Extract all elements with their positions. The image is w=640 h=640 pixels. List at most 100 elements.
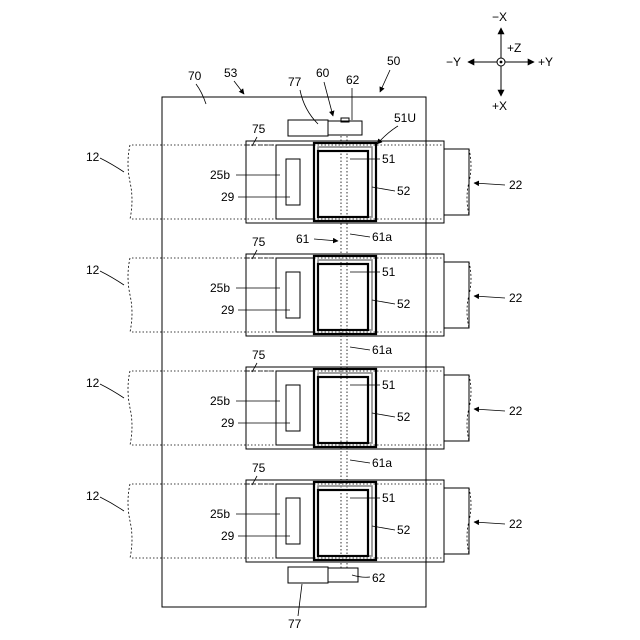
mirror-51-gray — [318, 486, 372, 556]
ref-61a-leader — [350, 347, 370, 350]
element-25b — [276, 484, 314, 558]
connector-22 — [444, 375, 469, 441]
element-25b — [276, 371, 314, 445]
ref-75: 75 — [252, 461, 266, 475]
unit-2: 751225b2951522261a — [86, 235, 523, 357]
actuator-77-bottom — [288, 567, 328, 583]
ref-75: 75 — [252, 235, 266, 249]
ref-60-leader — [324, 82, 333, 116]
connector-22-outer — [426, 480, 444, 562]
ref-29: 29 — [221, 190, 235, 204]
ref-77-top: 77 — [288, 75, 302, 89]
unit-3: 751225b2951522261a — [86, 348, 523, 470]
connector-22-outer — [426, 254, 444, 336]
element-29 — [286, 498, 300, 544]
ref-51: 51 — [382, 152, 396, 166]
actuator-62-top — [328, 121, 362, 135]
ref-12: 12 — [86, 150, 100, 164]
ref-12-leader — [100, 384, 124, 398]
cover-52 — [314, 256, 376, 334]
axis-plus-y-label: +Y — [538, 55, 553, 69]
ref-51: 51 — [382, 491, 396, 505]
ref-77-bottom-leader — [298, 584, 302, 616]
ref-22-leader — [474, 296, 505, 298]
ref-61a-leader — [350, 460, 370, 463]
mirror-51-gray — [318, 147, 372, 217]
holder-12-left-break — [128, 371, 132, 445]
cover-52 — [314, 143, 376, 221]
ref-62-bottom: 62 — [372, 571, 386, 585]
axis-indicator: −X +X −Y +Y +Z — [446, 10, 553, 113]
connector-22 — [444, 262, 469, 328]
ref-25b: 25b — [210, 507, 230, 521]
ref-77-bottom: 77 — [288, 617, 302, 631]
ref-12: 12 — [86, 263, 100, 277]
connector-22 — [444, 488, 469, 554]
ref-12: 12 — [86, 376, 100, 390]
unit-4: 75 12 25b 29 51 52 22 — [86, 461, 523, 562]
mirror-51 — [318, 490, 368, 556]
ref-29: 29 — [221, 416, 235, 430]
connector-22-outer — [426, 141, 444, 223]
ref-12-leader — [100, 497, 124, 511]
ref-75: 75 — [252, 348, 266, 362]
ref-51: 51 — [382, 378, 396, 392]
mirror-51 — [318, 377, 368, 443]
ref-52: 52 — [397, 184, 411, 198]
ref-52: 52 — [397, 523, 411, 537]
axis-plus-z-label: +Z — [507, 41, 521, 55]
connector-22-outer — [426, 367, 444, 449]
ref-60: 60 — [316, 66, 330, 80]
unit-1: 75 12 25b 29 51 52 22 61a — [86, 122, 523, 244]
axis-minus-x-label: −X — [492, 10, 507, 24]
ref-61: 61 — [296, 232, 310, 246]
ref-29: 29 — [221, 303, 235, 317]
holder-12-left-break — [128, 258, 132, 332]
ref-22-leader — [474, 183, 505, 185]
ref-70: 70 — [188, 69, 202, 83]
ref-22-leader — [474, 409, 505, 411]
ref-51U: 51U — [394, 111, 416, 125]
cover-52 — [314, 482, 376, 560]
ref-77-top-leader — [300, 90, 318, 124]
holder-12-left-break — [128, 484, 132, 558]
ref-50: 50 — [387, 54, 401, 68]
mirror-51-gray — [318, 260, 372, 330]
element-25b — [276, 145, 314, 219]
ref-12: 12 — [86, 489, 100, 503]
ref-22: 22 — [509, 178, 523, 192]
element-25b — [276, 258, 314, 332]
ref-22-leader — [474, 522, 505, 524]
ref-22: 22 — [509, 404, 523, 418]
ref-61a: 61a — [372, 230, 392, 244]
cover-52 — [314, 369, 376, 447]
ref-12-leader — [100, 158, 124, 172]
ref-22: 22 — [509, 517, 523, 531]
ref-75: 75 — [252, 122, 266, 136]
element-29 — [286, 272, 300, 318]
ref-25b: 25b — [210, 168, 230, 182]
ref-61-leader — [314, 239, 338, 241]
ref-70-leader — [196, 84, 206, 104]
holder-12-left-break — [128, 145, 132, 219]
ref-25b: 25b — [210, 281, 230, 295]
element-29 — [286, 159, 300, 205]
mirror-51 — [318, 264, 368, 330]
axis-plus-x-label: +X — [492, 99, 507, 113]
ref-25b: 25b — [210, 394, 230, 408]
ref-61a-leader — [350, 234, 370, 237]
axis-minus-y-label: −Y — [446, 55, 461, 69]
units: 75 12 25b 29 51 52 22 61a 75 12 25b 29 51 52 22 61a 75 12… — [86, 122, 523, 562]
ref-29: 29 — [221, 529, 235, 543]
ref-53-leader — [234, 81, 244, 94]
actuator-62-bottom — [328, 568, 358, 582]
ref-22: 22 — [509, 291, 523, 305]
actuator-77-top — [288, 120, 328, 136]
ref-52: 52 — [397, 297, 411, 311]
ref-62-top: 62 — [346, 73, 360, 87]
ref-61a: 61a — [372, 343, 392, 357]
ref-62-bottom-leader — [352, 575, 370, 577]
ref-53: 53 — [224, 66, 238, 80]
plus-z-dot — [500, 61, 503, 64]
